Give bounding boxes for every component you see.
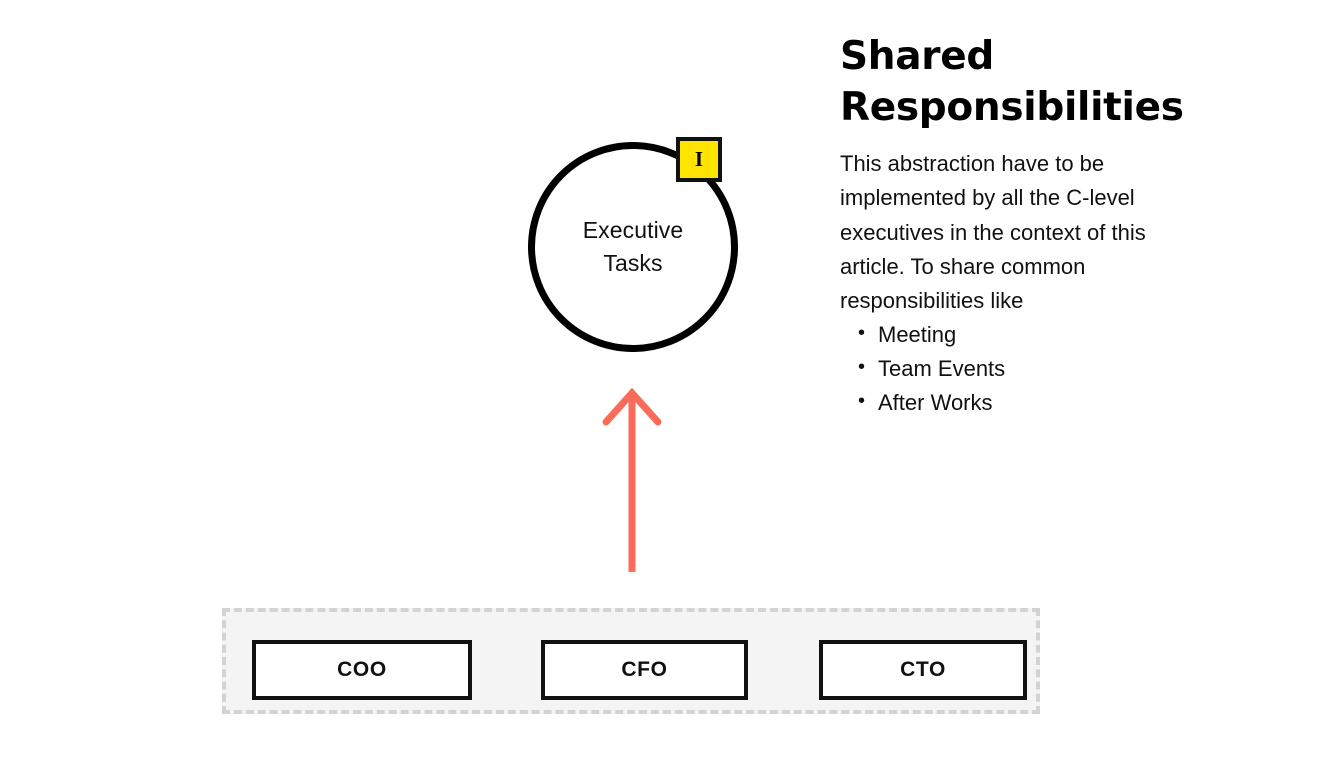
- cxo-box-coo[interactable]: COO: [252, 640, 472, 700]
- list-item-label: After Works: [878, 390, 993, 416]
- diagram-area: Executive Tasks I COO CFO CTO: [222, 137, 1040, 714]
- list-item: • Team Events: [856, 352, 1210, 386]
- executive-tasks-label: Executive Tasks: [582, 216, 684, 276]
- panel-title: Shared Responsibilities: [840, 34, 1184, 130]
- interface-badge[interactable]: I: [676, 137, 722, 182]
- list-item: • Meeting: [856, 318, 1210, 352]
- list-item: • After Works: [856, 386, 1210, 420]
- cxo-box-cfo[interactable]: CFO: [541, 640, 748, 700]
- cxo-box-label: COO: [337, 658, 387, 681]
- list-item-label: Meeting: [878, 321, 957, 347]
- bullet-icon: •: [858, 390, 866, 413]
- cxo-box-label: CFO: [621, 658, 668, 681]
- responsibilities-list: • Meeting • Team Events • After Works: [840, 318, 1210, 420]
- text-panel: Shared Responsibilities This abstraction…: [840, 32, 1210, 420]
- interface-badge-label: I: [694, 147, 704, 171]
- implements-arrow: [602, 387, 662, 572]
- bullet-icon: •: [858, 355, 866, 378]
- list-item-label: Team Events: [878, 355, 1006, 381]
- arrow-head: [602, 387, 662, 426]
- panel-body-text: This abstraction have to be implemented …: [840, 151, 1146, 313]
- bullet-icon: •: [858, 321, 866, 344]
- cxo-box-label: CTO: [900, 658, 946, 681]
- cxo-box-cto[interactable]: CTO: [819, 640, 1027, 700]
- c-level-group: COO CFO CTO: [222, 608, 1040, 714]
